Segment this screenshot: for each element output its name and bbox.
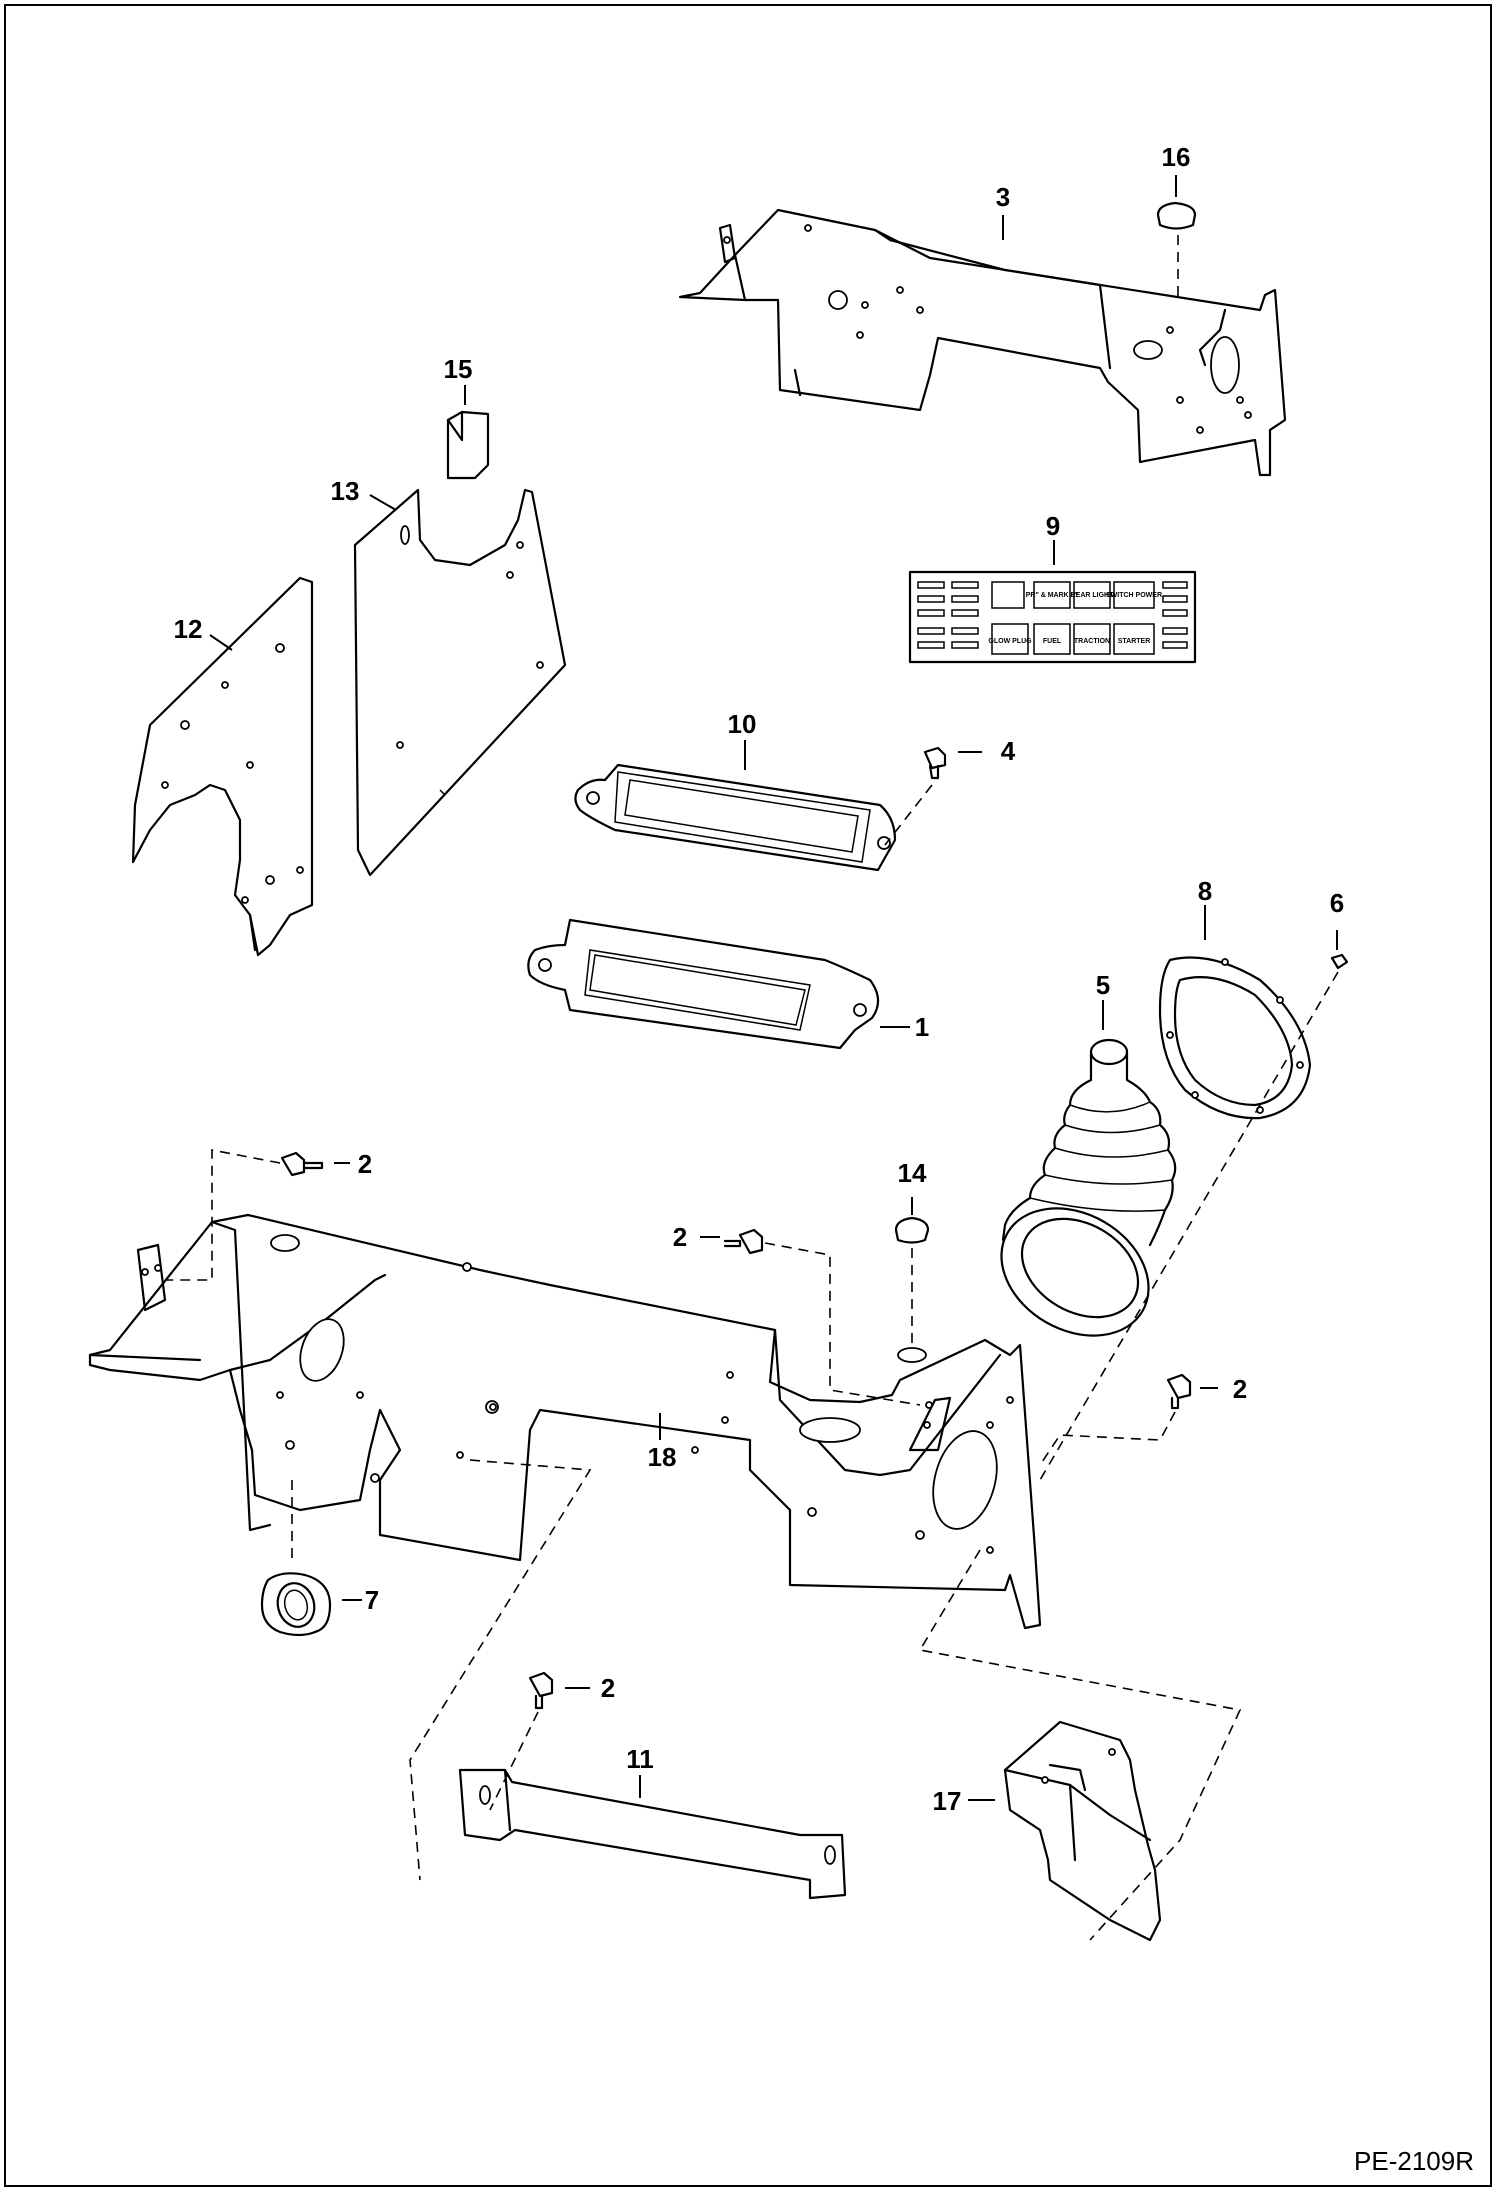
decal-label-3: SWITCH POWER (1106, 592, 1162, 599)
callout-2-middle: 2 (673, 1222, 687, 1252)
callout-6: 6 (1330, 888, 1344, 918)
part-18-lower-panel (88, 1213, 1042, 1630)
part-9-decal: PR" & MARK L" REAR LIGHT SWITCH POWER GL… (908, 540, 1197, 664)
leader-line-to-part-11 (409, 1459, 592, 1881)
callout-13: 13 (331, 476, 360, 506)
part-17-corner-bracket (968, 1720, 1162, 1942)
callout-10: 10 (728, 709, 757, 739)
callout-4: 4 (1001, 736, 1016, 766)
callout-16: 16 (1162, 142, 1191, 172)
callout-7: 7 (365, 1585, 379, 1615)
part-13-panel (353, 488, 567, 877)
decal-switch-icons (917, 581, 1188, 655)
part-6-screw (1039, 930, 1349, 1481)
diagram-frame (4, 4, 1492, 2187)
callout-15: 15 (444, 354, 473, 384)
decal-label-7: STARTER (1118, 638, 1151, 645)
part-14-plug (894, 1197, 930, 1345)
leader-line-to-part-17 (918, 1549, 1242, 1941)
part-12-side-panel (131, 576, 314, 957)
decal-label-6: TRACTION (1074, 638, 1110, 645)
part-16-plug (1156, 175, 1197, 300)
callout-3: 3 (996, 182, 1010, 212)
callout-5: 5 (1096, 970, 1110, 1000)
part-7-grommet (260, 1480, 362, 1637)
decal-label-2: REAR LIGHT (1071, 592, 1115, 599)
callout-17: 17 (933, 1786, 962, 1816)
drawing-number: PE-2109R (1354, 2146, 1474, 2176)
part-3-upper-panel (678, 208, 1287, 477)
callout-1: 1 (915, 1012, 929, 1042)
part-2-bolt-c (1039, 1373, 1218, 1466)
callout-2-top-left: 2 (358, 1149, 372, 1179)
callout-9: 9 (1046, 511, 1060, 541)
callout-18: 18 (648, 1442, 677, 1472)
decal-label-1: PR" & MARK L" (1026, 592, 1079, 599)
part-11-bracket (458, 1768, 847, 1900)
callout-14: 14 (898, 1158, 927, 1188)
callout-8: 8 (1198, 876, 1212, 906)
part-1-gasket (527, 918, 910, 1050)
decal-label-5: FUEL (1043, 638, 1062, 645)
part-2-bolt-d (489, 1671, 590, 1811)
part-15-block (446, 385, 490, 480)
callout-11: 11 (626, 1744, 654, 1774)
part-10-frame (574, 740, 897, 872)
callout-2-bottom: 2 (601, 1673, 615, 1703)
callout-12: 12 (174, 614, 203, 644)
part-2-bolt-a (165, 1149, 350, 1281)
part-2-bolt-b (700, 1228, 921, 1406)
part-8-ring (1158, 905, 1312, 1120)
part-4-bolt (884, 746, 982, 846)
decal-label-4: GLOW PLUG (988, 638, 1032, 645)
callout-2-right: 2 (1233, 1374, 1247, 1404)
part-5-boot (1000, 1000, 1177, 1337)
